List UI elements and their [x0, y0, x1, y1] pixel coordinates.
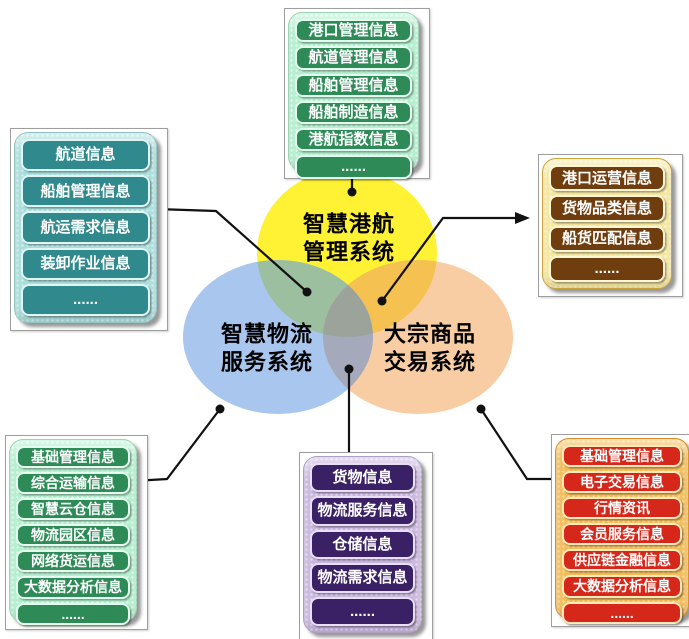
- info-item: 大数据分析信息: [562, 575, 682, 598]
- info-item: 船货匹配信息: [549, 225, 665, 252]
- info-item: 电子交易信息: [562, 471, 682, 494]
- info-item: 物流需求信息: [310, 563, 415, 593]
- dot-bottom-center: [344, 364, 354, 374]
- info-item: 港航指数信息: [295, 128, 412, 152]
- label-commodity-line2: 交易系统: [383, 349, 477, 374]
- info-panel: 基础管理信息 电子交易信息 行情资讯 会员服务信息 供应链金融信息 大数据分析信…: [555, 438, 689, 624]
- info-item: 货物品类信息: [549, 195, 665, 222]
- info-box-logistics-base: 基础管理信息 综合运输信息 智慧云仓信息 物流园区信息 网络货运信息 大数据分析…: [5, 435, 148, 630]
- info-item: 行情资讯: [562, 497, 682, 520]
- dot-left: [302, 287, 312, 297]
- info-panel: 航道信息 船舶管理信息 航运需求信息 装卸作业信息 ......: [14, 132, 157, 323]
- info-panel: 货物信息 物流服务信息 仓储信息 物流需求信息 ......: [303, 456, 422, 633]
- info-item: 网络货运信息: [16, 550, 130, 573]
- label-commodity-line1: 大宗商品: [383, 321, 477, 347]
- info-item: 智慧云仓信息: [16, 498, 130, 521]
- label-logistics-line2: 服务系统: [220, 349, 314, 374]
- connector-left: [155, 207, 308, 293]
- label-commodity-system: 大宗商品 交易系统: [384, 320, 476, 375]
- info-item-ellipsis: ......: [562, 601, 682, 624]
- connector-right: [381, 216, 523, 302]
- info-item: 会员服务信息: [562, 523, 682, 546]
- info-item: 物流园区信息: [16, 524, 130, 547]
- overlap-port-commodity: [323, 260, 437, 337]
- info-panel: 港口运营信息 货物品类信息 船货匹配信息 ......: [542, 158, 672, 289]
- overlap-port-logistics: [257, 260, 373, 337]
- dot-right: [377, 296, 387, 306]
- info-item: 综合运输信息: [16, 472, 130, 495]
- info-item: 装卸作业信息: [21, 247, 150, 280]
- info-panel: 港口管理信息 航道管理信息 船舶管理信息 船舶制造信息 港航指数信息 .....…: [288, 12, 419, 179]
- dot-bottom-right: [476, 404, 486, 414]
- info-box-cargo: 货物信息 物流服务信息 仓储信息 物流需求信息 ......: [299, 452, 433, 639]
- info-item: 船舶管理信息: [295, 73, 412, 97]
- info-item-ellipsis: ......: [21, 283, 150, 317]
- info-item: 基础管理信息: [562, 445, 682, 468]
- connector-bottom-right: [480, 408, 553, 481]
- arrowhead-right-icon: [515, 212, 530, 224]
- label-logistics-system: 智慧物流 服务系统: [221, 320, 313, 375]
- label-port-system: 智慧港航 管理系统: [303, 210, 395, 265]
- dot-top: [347, 187, 357, 197]
- info-item: 船舶管理信息: [21, 175, 150, 208]
- info-item: 港口管理信息: [295, 19, 412, 43]
- info-item: 基础管理信息: [16, 446, 130, 469]
- info-item: 航运需求信息: [21, 211, 150, 244]
- info-item: 货物信息: [310, 463, 415, 493]
- info-item: 大数据分析信息: [16, 576, 130, 599]
- info-item-ellipsis: ......: [16, 602, 130, 625]
- info-item: 航道管理信息: [295, 46, 412, 70]
- dot-bottom-left: [215, 404, 225, 414]
- label-port-line2: 管理系统: [302, 239, 396, 264]
- info-item-ellipsis: ......: [549, 255, 665, 282]
- info-panel: 基础管理信息 综合运输信息 智慧云仓信息 物流园区信息 网络货运信息 大数据分析…: [9, 439, 137, 625]
- info-item-ellipsis: ......: [310, 596, 415, 627]
- info-box-trading: 基础管理信息 电子交易信息 行情资讯 会员服务信息 供应链金融信息 大数据分析信…: [551, 434, 689, 627]
- info-box-channel: 航道信息 船舶管理信息 航运需求信息 装卸作业信息 ......: [10, 128, 168, 331]
- info-item: 物流服务信息: [310, 496, 415, 526]
- info-item: 船舶制造信息: [295, 100, 412, 124]
- label-port-line1: 智慧港航: [302, 211, 396, 237]
- info-item: 仓储信息: [310, 529, 415, 560]
- info-box-port-management: 港口管理信息 航道管理信息 船舶管理信息 船舶制造信息 港航指数信息 .....…: [284, 8, 430, 179]
- info-item-ellipsis: ......: [295, 155, 412, 179]
- info-item: 供应链金融信息: [562, 549, 682, 572]
- info-item: 航道信息: [21, 139, 150, 172]
- info-box-port-operation: 港口运营信息 货物品类信息 船货匹配信息 ......: [538, 154, 683, 297]
- label-logistics-line1: 智慧物流: [220, 321, 314, 347]
- info-item: 港口运营信息: [549, 165, 665, 192]
